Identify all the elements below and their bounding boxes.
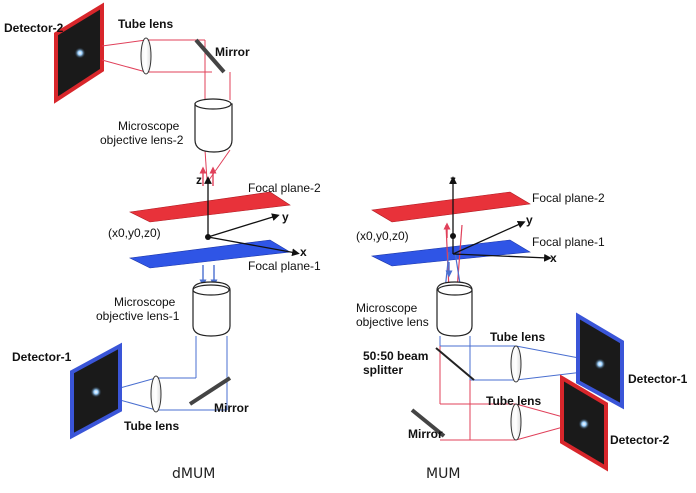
label-detector-1-left: Detector-1 xyxy=(12,350,72,364)
label-axis-z-left: z xyxy=(196,173,202,187)
tube-lens-top-right xyxy=(510,345,522,383)
label-tube-lens-top-right: Tube lens xyxy=(490,330,545,344)
focal-plane-1-right xyxy=(370,239,531,267)
label-beam-splitter-line2: splitter xyxy=(363,363,403,377)
mum-panel: z Focal plane-2 y (x0,y0,z0) Focal plane… xyxy=(356,173,688,482)
label-axis-z-right: z xyxy=(450,173,456,187)
axes-right xyxy=(449,176,552,262)
mirror-top-left xyxy=(194,38,226,74)
label-axis-x-right: x xyxy=(550,251,557,265)
beam-splitter xyxy=(435,347,475,381)
objective-lens-2 xyxy=(194,98,233,153)
red-beam-right xyxy=(439,346,575,441)
label-detector-2-right: Detector-2 xyxy=(610,433,670,447)
detector-2-left xyxy=(54,2,104,104)
label-objective-1-line2: objective lens-1 xyxy=(96,309,180,323)
label-objective-right-line1: Microscope xyxy=(356,301,418,315)
label-tube-lens-bottom-left: Tube lens xyxy=(124,419,179,433)
label-tube-lens-bottom-right: Tube lens xyxy=(486,394,541,408)
label-axis-y-left: y xyxy=(282,210,289,224)
label-beam-splitter-line1: 50:50 beam xyxy=(363,349,428,363)
origin-point-right xyxy=(450,233,456,239)
detector-1-right xyxy=(576,312,624,410)
objective-lens-right xyxy=(436,281,473,337)
label-objective-right-line2: objective lens xyxy=(356,315,429,329)
tube-lens-top-left xyxy=(140,37,152,75)
label-focal-plane-1-left: Focal plane-1 xyxy=(248,259,321,273)
label-mirror-top-left: Mirror xyxy=(215,45,250,59)
tube-lens-bottom-right xyxy=(510,403,522,441)
label-focal-plane-1-right: Focal plane-1 xyxy=(532,235,605,249)
label-coordinate-left: (x0,y0,z0) xyxy=(108,226,161,240)
label-focal-plane-2-right: Focal plane-2 xyxy=(532,191,605,205)
focal-plane-2-right xyxy=(371,191,531,223)
caption-dmum: dMUM xyxy=(172,466,215,482)
label-focal-plane-2-left: Focal plane-2 xyxy=(248,181,321,195)
mirror-bottom-left xyxy=(188,376,232,406)
objective-lens-1 xyxy=(192,281,231,337)
detector-2-right xyxy=(560,374,608,472)
label-objective-2-line1: Microscope xyxy=(118,119,180,133)
label-detector-1-right: Detector-1 xyxy=(628,372,688,386)
label-detector-2-left: Detector-2 xyxy=(4,21,64,35)
label-mirror-right: Mirror xyxy=(408,427,443,441)
label-objective-2-line2: objective lens-2 xyxy=(100,133,184,147)
focal-plane-2-left xyxy=(129,191,291,223)
mirror-right xyxy=(410,408,446,438)
label-coordinate-right: (x0,y0,z0) xyxy=(356,229,409,243)
label-tube-lens-top-left: Tube lens xyxy=(118,17,173,31)
caption-mum: MUM xyxy=(426,466,460,482)
label-axis-x-left: x xyxy=(300,245,307,259)
blue-beam-bottom-left xyxy=(119,336,228,411)
detector-1-left xyxy=(70,342,122,440)
label-axis-y-right: y xyxy=(526,213,533,227)
tube-lens-bottom-left xyxy=(150,375,162,413)
axes-left xyxy=(204,176,300,257)
dmum-panel: Detector-2 Tube lens Mirror Microscope o… xyxy=(4,2,321,482)
label-mirror-bottom-left: Mirror xyxy=(214,401,249,415)
label-objective-1-line1: Microscope xyxy=(114,295,176,309)
origin-point-left xyxy=(205,234,211,240)
